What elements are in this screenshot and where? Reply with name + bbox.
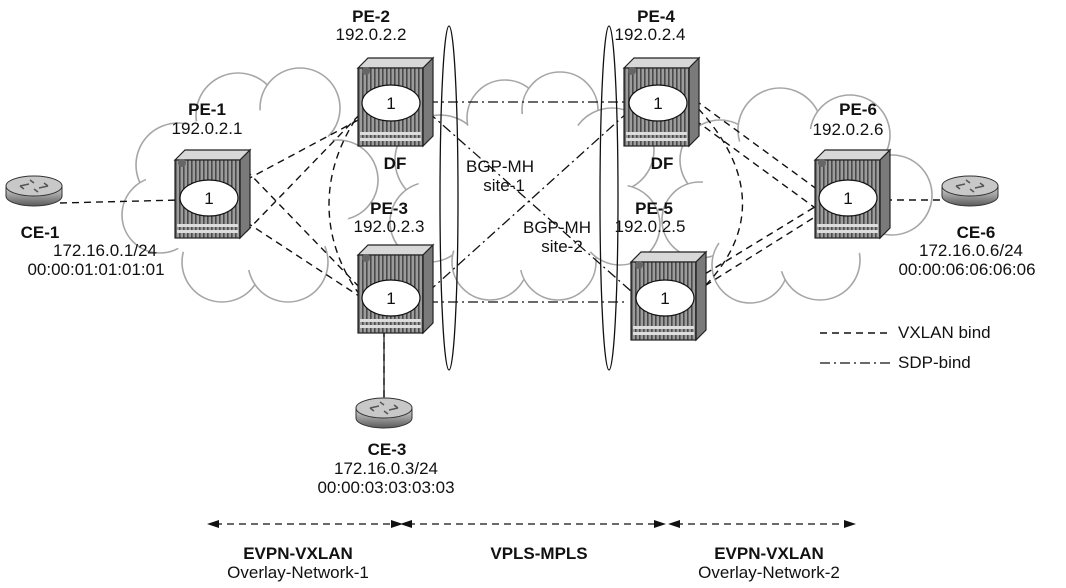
domain-middle-title: VPLS-MPLS: [490, 545, 587, 563]
ce6-name: CE-6: [957, 224, 996, 242]
domain-arrows: [207, 520, 856, 528]
pe3-router: [358, 245, 433, 333]
pe4-df-label: DF: [651, 155, 674, 173]
pe1-service-label: 1: [204, 190, 213, 208]
pe4-name: PE-4: [637, 8, 675, 26]
ce6-mac: 00:00:06:06:06:06: [898, 261, 1035, 279]
ce1-ip: 172.16.0.1/24: [53, 242, 157, 260]
site2-label-line1: BGP-MH: [523, 219, 591, 237]
pe6-ip: 192.0.2.6: [813, 121, 884, 139]
ce1-router: [6, 176, 62, 206]
ce3-ip: 172.16.0.3/24: [334, 460, 438, 478]
domain-left-subtitle: Overlay-Network-1: [227, 564, 369, 582]
site1-label-line1: BGP-MH: [466, 158, 534, 176]
pe5-ip: 192.0.2.5: [615, 218, 686, 236]
pe5-service-label: 1: [660, 290, 669, 308]
ce3-router: [356, 398, 412, 428]
ce1-mac: 00:00:01:01:01:01: [27, 261, 164, 279]
ce6-ip: 172.16.0.6/24: [919, 242, 1023, 260]
pe3-service-label: 1: [386, 290, 395, 308]
pe2-ip: 192.0.2.2: [336, 26, 407, 44]
ce3-name: CE-3: [368, 441, 407, 459]
pe2-name: PE-2: [352, 8, 390, 26]
pe6-name: PE-6: [839, 101, 877, 119]
domain-right-title: EVPN-VXLAN: [714, 545, 824, 563]
site2-label-line2: site-2: [541, 238, 583, 256]
legend-vxlan-label: VXLAN bind: [898, 323, 991, 343]
pe1-name: PE-1: [188, 101, 226, 119]
pe4-ip: 192.0.2.4: [615, 26, 686, 44]
pe2-df-label: DF: [384, 155, 407, 173]
domain-right-subtitle: Overlay-Network-2: [698, 564, 840, 582]
pe1-ip: 192.0.2.1: [172, 120, 243, 138]
domain-left-title: EVPN-VXLAN: [243, 545, 353, 563]
ce3-mac: 00:00:03:03:03:03: [317, 479, 454, 497]
pe2-service-label: 1: [386, 95, 395, 113]
pe4-service-label: 1: [653, 95, 662, 113]
ce1-name: CE-1: [21, 224, 60, 242]
ce6-router: [942, 176, 998, 206]
legend-sdp-label: SDP-bind: [898, 353, 971, 373]
pe6-service-label: 1: [843, 190, 852, 208]
site1-label-line2: site-1: [483, 177, 525, 195]
pe3-name: PE-3: [370, 200, 408, 218]
pe3-ip: 192.0.2.3: [354, 218, 425, 236]
pe5-name: PE-5: [635, 200, 673, 218]
